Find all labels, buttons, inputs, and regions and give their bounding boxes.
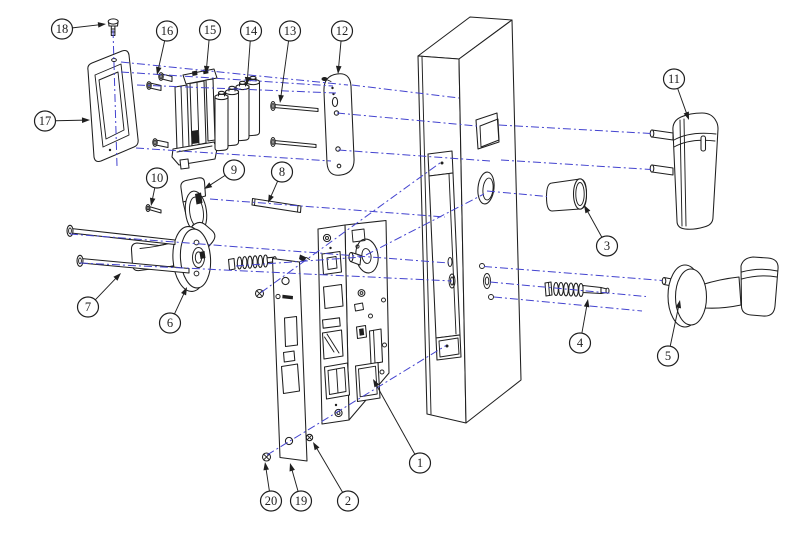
lock-cylinder	[545, 178, 588, 212]
outside-unit	[649, 112, 719, 230]
callout-number: 7	[85, 300, 91, 314]
callout-number: 12	[336, 24, 349, 38]
screw-20	[261, 452, 272, 462]
faceplate-screw-top	[254, 288, 265, 299]
callout-number: 4	[577, 336, 584, 350]
mounting-plate	[321, 73, 355, 176]
screw-2	[305, 433, 314, 442]
batteries	[214, 75, 261, 152]
callout-number: 14	[245, 24, 258, 38]
callout-number: 11	[668, 72, 680, 86]
mortise-pocket	[427, 150, 462, 361]
callout-number: 8	[279, 165, 285, 179]
tiny-screw	[299, 254, 310, 262]
callout-9: 9	[204, 159, 246, 189]
callout-5: 5	[656, 300, 682, 367]
callout-number: 17	[39, 114, 52, 128]
spring-spindle	[544, 281, 610, 298]
battery-cell	[214, 90, 229, 152]
callout-number: 15	[204, 23, 217, 37]
reader-hole	[475, 112, 500, 150]
screws-13	[270, 100, 319, 149]
screws-16	[146, 72, 173, 149]
callout-14: 14	[239, 20, 263, 85]
callout-number: 3	[604, 239, 610, 253]
callout-12: 12	[330, 20, 354, 74]
callout-3: 3	[584, 205, 619, 257]
spindle-bar	[251, 197, 302, 214]
callout-18: 18	[50, 18, 106, 40]
faceplate	[271, 257, 308, 462]
callout-number: 1	[417, 456, 423, 470]
screw-10	[145, 203, 162, 214]
callout-number: 2	[345, 494, 351, 508]
callout-10: 10	[145, 167, 169, 206]
battery-cell	[235, 80, 250, 142]
callout-16: 16	[155, 20, 179, 75]
callout-number: 10	[151, 171, 164, 185]
callout-number: 20	[265, 494, 278, 508]
assembly-lines	[69, 29, 663, 456]
callout-8: 8	[268, 161, 294, 203]
callout-20: 20	[259, 462, 283, 512]
callout-19: 19	[289, 463, 313, 512]
inner-spring-spindle	[227, 254, 277, 271]
callout-7: 7	[76, 273, 121, 318]
callout-number: 13	[284, 24, 297, 38]
callout-number: 5	[665, 349, 671, 363]
cam-hub	[180, 177, 208, 234]
outside-handle	[661, 256, 779, 328]
callout-6: 6	[158, 287, 187, 334]
callout-17: 17	[33, 110, 90, 132]
mortise-lock-body	[317, 219, 390, 425]
callout-number: 16	[161, 24, 174, 38]
callout-number: 18	[56, 22, 69, 36]
battery-holder	[171, 68, 218, 170]
mounting-bolts-7	[66, 224, 190, 274]
callout-number: 6	[167, 316, 173, 330]
callout-number: 19	[295, 494, 308, 508]
inside-handle	[130, 221, 216, 292]
callout-11: 11	[662, 68, 689, 120]
door-panel	[417, 16, 522, 424]
callout-15: 15	[198, 19, 222, 74]
callout-2: 2	[313, 442, 360, 512]
callout-number: 9	[231, 163, 237, 177]
callout-4: 4	[568, 299, 592, 354]
callout-1: 1	[373, 379, 432, 474]
callout-13: 13	[278, 20, 302, 103]
cylinder-hole	[477, 171, 495, 205]
battery-cover	[87, 49, 139, 163]
